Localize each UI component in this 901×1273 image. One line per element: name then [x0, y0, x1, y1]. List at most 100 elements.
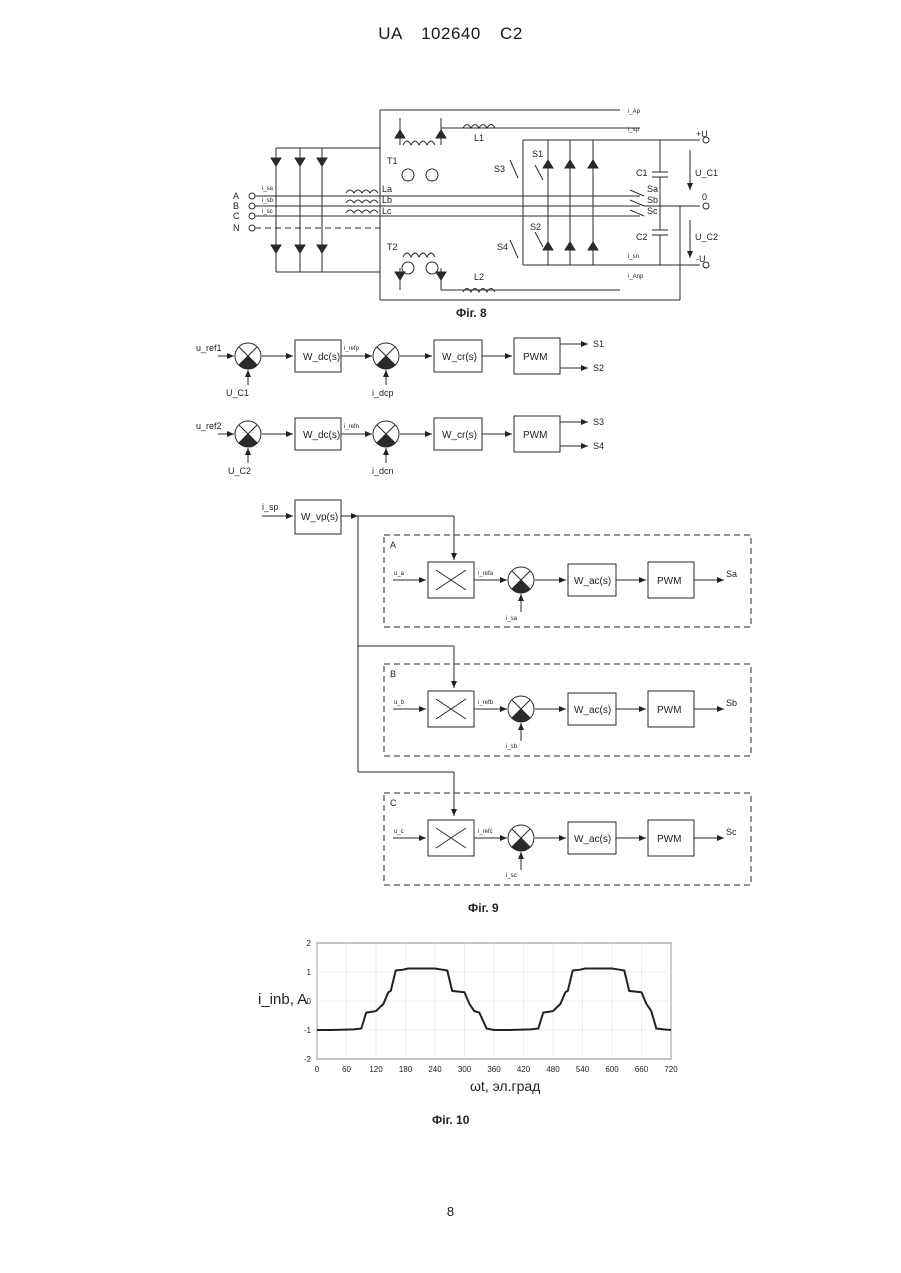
svg-text:i_Ap: i_Ap — [628, 109, 641, 115]
svg-text:U_C2: U_C2 — [695, 232, 718, 242]
terminal-a: A — [233, 191, 239, 201]
svg-text:T2: T2 — [387, 242, 398, 252]
svg-text:S1: S1 — [593, 339, 604, 349]
svg-text:C: C — [390, 798, 397, 808]
svg-text:i_sa: i_sa — [506, 616, 518, 622]
block-wdc-1: W_dc(s) — [303, 352, 340, 363]
block-pwm-b: PWM — [657, 705, 681, 716]
svg-text:u_c: u_c — [394, 829, 404, 835]
x-tick-label: 660 — [635, 1065, 649, 1074]
fig10-caption: Фіг. 10 — [432, 1113, 470, 1127]
svg-text:Sc: Sc — [647, 206, 658, 216]
svg-text:U_C2: U_C2 — [228, 466, 251, 476]
block-pwm-2: PWM — [523, 430, 547, 441]
svg-text:Sb: Sb — [647, 195, 658, 205]
y-tick-label: 1 — [307, 968, 312, 977]
svg-text:i_sp: i_sp — [262, 502, 279, 512]
block-wdc-2: W_dc(s) — [303, 430, 340, 441]
svg-text:Sa: Sa — [726, 569, 737, 579]
svg-text:Sa: Sa — [647, 184, 658, 194]
svg-text:i_sc: i_sc — [506, 873, 517, 879]
block-wac-b: W_ac(s) — [574, 705, 611, 716]
svg-text:S4: S4 — [593, 441, 604, 451]
x-tick-label: 360 — [487, 1065, 501, 1074]
svg-text:Lb: Lb — [382, 195, 392, 205]
svg-text:S1: S1 — [532, 149, 543, 159]
x-tick-label: 300 — [458, 1065, 472, 1074]
x-tick-label: 240 — [428, 1065, 442, 1074]
svg-text:C2: C2 — [636, 232, 648, 242]
svg-text:i_dcn: i_dcn — [372, 466, 394, 476]
x-tick-label: 0 — [315, 1065, 320, 1074]
svg-text:-U: -U — [696, 254, 706, 264]
svg-text:i_Anp: i_Anp — [628, 274, 644, 280]
y-tick-label: 2 — [307, 939, 312, 948]
svg-text:T1: T1 — [387, 156, 398, 166]
svg-text:i_dcp: i_dcp — [372, 388, 394, 398]
svg-text:C1: C1 — [636, 168, 648, 178]
terminal-n: N — [233, 223, 240, 233]
svg-text:Sc: Sc — [726, 827, 737, 837]
svg-text:i_refc: i_refc — [478, 829, 493, 835]
svg-text:S3: S3 — [593, 417, 604, 427]
y-tick-label: -2 — [304, 1055, 312, 1064]
block-wvp: W_vp(s) — [301, 512, 338, 523]
svg-text:u_b: u_b — [394, 700, 405, 706]
svg-text:i_sb: i_sb — [262, 198, 274, 204]
block-pwm-1: PWM — [523, 352, 547, 363]
svg-text:Sb: Sb — [726, 698, 737, 708]
svg-text:i_sb: i_sb — [506, 744, 518, 750]
svg-text:0: 0 — [702, 192, 707, 202]
fig10-chart: 060120180240300360420480540600660720-2-1… — [258, 939, 678, 1127]
svg-text:u_a: u_a — [394, 571, 405, 577]
svg-text:i_refa: i_refa — [478, 571, 494, 577]
chart-ticks: 060120180240300360420480540600660720-2-1… — [304, 939, 678, 1074]
svg-text:i_sa: i_sa — [262, 186, 274, 192]
svg-text:S2: S2 — [530, 222, 541, 232]
y-tick-label: -1 — [304, 1026, 312, 1035]
block-pwm-a: PWM — [657, 576, 681, 587]
x-tick-label: 480 — [546, 1065, 560, 1074]
block-wcr-1: W_cr(s) — [442, 352, 477, 363]
block-pwm-c: PWM — [657, 834, 681, 845]
fig9-caption: Фіг. 9 — [468, 901, 499, 915]
svg-text:S2: S2 — [593, 363, 604, 373]
page-number: 8 — [0, 1204, 901, 1219]
terminal-c: C — [233, 211, 240, 221]
x-tick-label: 180 — [399, 1065, 413, 1074]
svg-text:La: La — [382, 184, 392, 194]
svg-text:i_refb: i_refb — [478, 700, 494, 706]
block-wac-c: W_ac(s) — [574, 834, 611, 845]
svg-text:i_sc: i_sc — [262, 209, 273, 215]
svg-text:Lc: Lc — [382, 206, 392, 216]
terminal-b: B — [233, 201, 239, 211]
x-tick-label: 420 — [517, 1065, 531, 1074]
block-wcr-2: W_cr(s) — [442, 430, 477, 441]
x-tick-label: 540 — [576, 1065, 590, 1074]
chart-grid — [317, 943, 671, 1059]
svg-text:S3: S3 — [494, 164, 505, 174]
svg-text:i_sp: i_sp — [628, 127, 640, 133]
svg-text:L2: L2 — [474, 272, 484, 282]
fig8-caption: Фіг. 8 — [456, 306, 487, 320]
svg-text:+U: +U — [696, 129, 708, 139]
block-wac-a: W_ac(s) — [574, 576, 611, 587]
svg-text:B: B — [390, 669, 396, 679]
svg-text:i_refp: i_refp — [344, 346, 360, 352]
x-tick-label: 60 — [342, 1065, 351, 1074]
svg-text:u_ref2: u_ref2 — [196, 421, 222, 431]
svg-text:U_C1: U_C1 — [226, 388, 249, 398]
svg-text:i_refn: i_refn — [344, 424, 359, 430]
svg-text:i_sn: i_sn — [628, 254, 639, 260]
chart-xlabel: ωt, эл.град — [470, 1078, 540, 1094]
svg-text:A: A — [390, 540, 396, 550]
x-tick-label: 120 — [369, 1065, 383, 1074]
x-tick-label: 720 — [664, 1065, 678, 1074]
svg-text:S4: S4 — [497, 242, 508, 252]
y-tick-label: 0 — [307, 997, 312, 1006]
fig9-diagram — [218, 338, 751, 885]
svg-text:U_C1: U_C1 — [695, 168, 718, 178]
chart-ylabel: i_inb, A — [258, 991, 307, 1008]
x-tick-label: 600 — [605, 1065, 619, 1074]
